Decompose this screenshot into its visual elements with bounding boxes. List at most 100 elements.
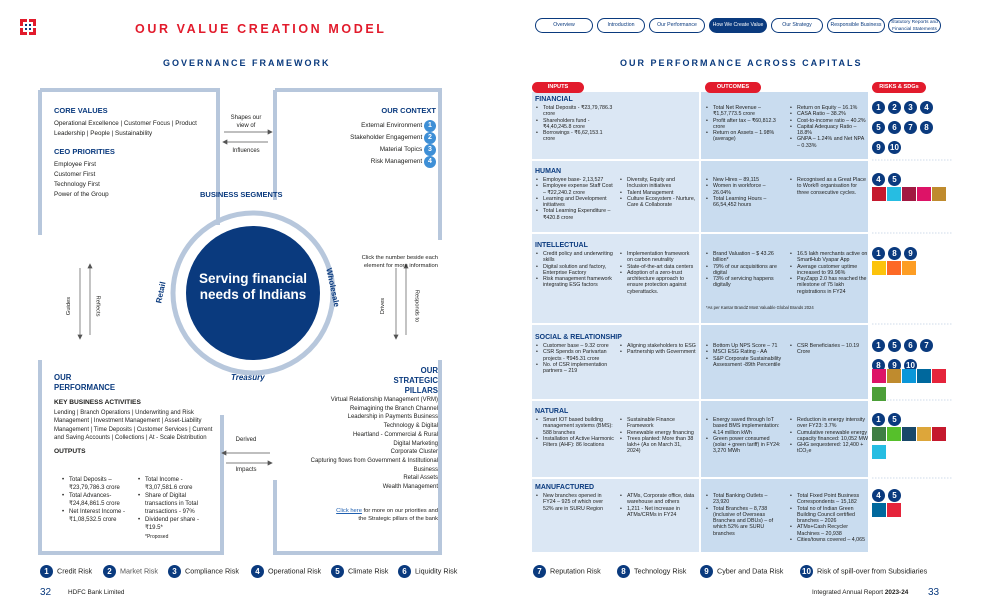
ceo-priorities-heading: CEO PRIORITIES	[54, 147, 115, 156]
sdg-goal-icon	[887, 261, 901, 275]
pillar-item: Leadership in Payments Business	[347, 414, 438, 421]
sdg-goal-icon	[887, 503, 901, 517]
capital-item: Total Branches – 8,738 (inclusive of Ove…	[706, 506, 784, 537]
sdg-goal-icon	[872, 187, 886, 201]
risk-number-badge[interactable]: 7	[920, 339, 933, 352]
nav-how-we-create-value[interactable]: How We Create Value	[709, 18, 767, 33]
risk-number-badge[interactable]: 4	[872, 489, 885, 502]
risk-number-badge[interactable]: 9	[872, 141, 885, 154]
context-heading: OUR CONTEXT	[381, 106, 436, 115]
click-note: Click the number beside each element for…	[361, 255, 438, 269]
risk-number-badge[interactable]: 1	[872, 339, 885, 352]
output-item: Dividend per share - ₹19.5*	[138, 516, 216, 532]
number-badge[interactable]: 2	[424, 132, 436, 144]
sdg-goal-icon	[887, 369, 901, 383]
number-badge[interactable]: 5	[331, 565, 344, 578]
risk-number-badge[interactable]: 5	[888, 173, 901, 186]
pillar-item: Digital Marketing	[393, 440, 438, 447]
capital-item: Recognised as a Great Place to Work® org…	[790, 177, 868, 196]
risk-number-badge[interactable]: 8	[920, 121, 933, 134]
capital-in2-list: Aligning stakeholders to ESGPartnership …	[620, 343, 696, 356]
capital-out1-list: New Hires – 89,115Women in workforce – 2…	[706, 177, 784, 208]
capital-item: ATMs+Cash Recycler Machines – 20,938	[790, 524, 868, 537]
pillars-list: Virtual Relationship Management (VRM) Re…	[300, 396, 438, 492]
context-item-stakeholder[interactable]: Stakeholder Engagement 2	[330, 132, 436, 144]
risk-number-badge[interactable]: 1	[872, 413, 885, 426]
risk-number-badge[interactable]: 5	[872, 121, 885, 134]
outcomes-column-bg	[701, 92, 868, 552]
risk-number-badge[interactable]: 5	[888, 413, 901, 426]
capital-item: Total no of Indian Green Building Counci…	[790, 506, 868, 525]
number-badge[interactable]: 8	[617, 565, 630, 578]
number-badge[interactable]: 4	[251, 565, 264, 578]
number-badge[interactable]: 2	[103, 565, 116, 578]
risk-number-badge[interactable]: 9	[904, 247, 917, 260]
risk-number-badge[interactable]: 8	[888, 247, 901, 260]
risk-number-badge[interactable]: 10	[904, 359, 917, 372]
risk-number-badge[interactable]: 4	[872, 173, 885, 186]
segment-treasury[interactable]: Treasury	[231, 373, 265, 382]
risk-number-badge[interactable]: 9	[888, 359, 901, 372]
ceo-priority-item: Power of the Group	[54, 191, 109, 198]
output-item: Total Advances- ₹24,84,861.5 crore	[62, 492, 134, 508]
sdg-icons	[872, 427, 948, 463]
nav-our-strategy[interactable]: Our Strategy	[771, 18, 823, 33]
number-badge[interactable]: 9	[700, 565, 713, 578]
number-badge[interactable]: 3	[168, 565, 181, 578]
risk-number-badge[interactable]: 6	[888, 121, 901, 134]
context-item-material[interactable]: Material Topics 3	[330, 144, 436, 156]
risk-number-badge[interactable]: 1	[872, 101, 885, 114]
nav-our-performance[interactable]: Our Performance	[649, 18, 705, 33]
number-badge[interactable]: 6	[398, 565, 411, 578]
capital-in1-list: New branches opened in FY24 – 925 of whi…	[536, 493, 614, 512]
capital-item: 16.5 lakh merchants active on SmartHub V…	[790, 251, 868, 264]
core-values-heading: CORE VALUES	[54, 106, 108, 115]
context-item-risk[interactable]: Risk Management 4	[330, 156, 436, 168]
risk-number-badge[interactable]: 1	[872, 247, 885, 260]
nav-introduction[interactable]: Introduction	[597, 18, 645, 33]
capital-item: Customer base – 9.32 crore	[536, 343, 614, 350]
key-activities-heading: KEY BUSINESS ACTIVITIES	[54, 399, 141, 406]
capital-out2-list: Reduction in energy intensity over FY23:…	[790, 417, 868, 455]
risk-number-badge[interactable]: 8	[872, 359, 885, 372]
context-item-external[interactable]: External Environment 1	[330, 120, 436, 132]
risk-number-badge[interactable]: 2	[888, 101, 901, 114]
nav-statutory-reports[interactable]: Statutory Reports and Financial Statemen…	[888, 18, 941, 33]
nav-overview[interactable]: Overview	[535, 18, 593, 33]
inputs-column-bg	[532, 92, 699, 552]
our-context-block: OUR CONTEXT External Environment 1 Stake…	[330, 106, 436, 168]
risk-number-badge[interactable]: 10	[888, 141, 901, 154]
risk-number-badge[interactable]: 4	[920, 101, 933, 114]
capital-item: No. of CSR implementation partners – 219	[536, 362, 614, 375]
number-badge[interactable]: 4	[424, 156, 436, 168]
number-badge[interactable]: 1	[40, 565, 53, 578]
capital-item: Implementation framework on carbon neutr…	[620, 251, 696, 264]
risk-number-badge[interactable]: 5	[888, 339, 901, 352]
risk-number-badge[interactable]: 6	[904, 339, 917, 352]
capital-item: PayZapp 2.0 has reached the milestone of…	[790, 276, 868, 295]
number-badge[interactable]: 1	[424, 120, 436, 132]
risk-number-badge[interactable]: 3	[904, 101, 917, 114]
click-here-link[interactable]: Click here	[336, 508, 362, 514]
pillar-item: Technology & Digital	[383, 423, 438, 430]
guides-label: Guides	[66, 296, 73, 316]
ceo-priority-item: Employee First	[54, 161, 96, 168]
nav-responsible-business[interactable]: Responsible Business	[827, 18, 885, 33]
number-badge[interactable]: 7	[533, 565, 546, 578]
pillar-item: Capturing flows from Government & Instit…	[310, 457, 438, 473]
number-badge[interactable]: 3	[424, 144, 436, 156]
number-badge[interactable]: 10	[800, 565, 813, 578]
shapes-view-label: Shapes our view of	[230, 115, 262, 129]
risk-number-badge[interactable]: 5	[888, 489, 901, 502]
risk-number-badge[interactable]: 7	[904, 121, 917, 134]
